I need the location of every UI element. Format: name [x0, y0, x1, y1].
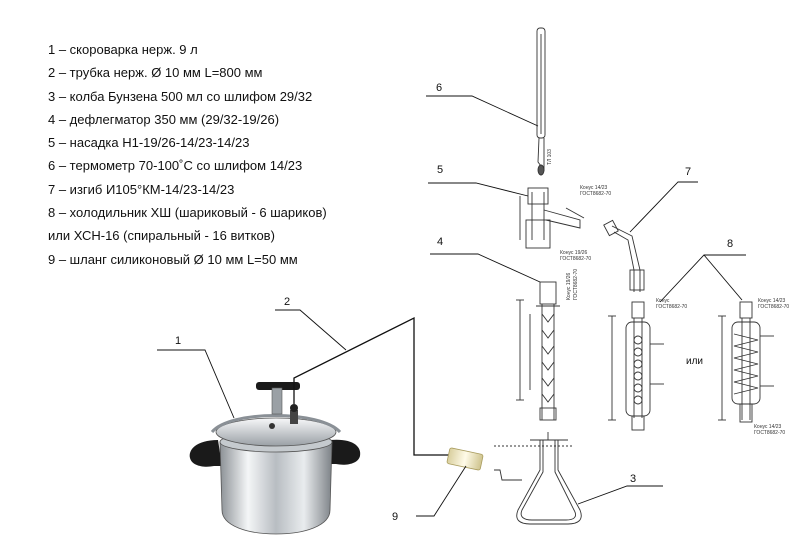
svg-text:ГОСТ8682-70: ГОСТ8682-70 [754, 430, 785, 436]
callout-5: 5 [437, 164, 443, 176]
svg-text:ГОСТ8682-70: ГОСТ8682-70 [656, 304, 687, 310]
legend-list: 1 – скороварка нерж. 9 л 2 – трубка нерж… [48, 38, 327, 271]
cooker-body [219, 441, 333, 535]
nas-cone-label: Конус 14/23 [580, 185, 608, 191]
legend-item-2: 2 – трубка нерж. Ø 10 мм L=800 мм [48, 65, 263, 81]
leader-8b [703, 254, 743, 301]
svg-text:ГОСТ8682-70: ГОСТ8682-70 [758, 304, 789, 310]
thermometer [536, 27, 546, 176]
svg-text:ГОСТ8682-70: ГОСТ8682-70 [580, 191, 611, 197]
leader-6 [426, 95, 539, 127]
thermometer-mark: ТЛ 103 [547, 149, 553, 165]
legend-item-8: 8 – холодильник ХШ (шариковый - 6 шарико… [48, 205, 327, 221]
svg-text:Конус 19/26: Конус 19/26 [560, 250, 588, 256]
leader-8a [659, 254, 746, 303]
legend-item-7: 7 – изгиб И105°КМ-14/23-14/23 [48, 181, 235, 197]
def-cone-label: Конус 19/26 [566, 272, 572, 300]
svg-text:Конус 14/23: Конус 14/23 [754, 424, 782, 430]
cooker-top-handle [256, 382, 300, 390]
or-label: или [686, 356, 703, 367]
leader-5 [428, 182, 529, 197]
legend-item-5: 5 – насадка Н1-19/26-14/23-14/23 [48, 135, 250, 151]
svg-text:ГОСТ8682-70: ГОСТ8682-70 [560, 256, 591, 262]
bunsen-flask [494, 432, 582, 525]
leader-7 [629, 181, 698, 233]
dephlegmator [516, 281, 560, 421]
callout-6: 6 [436, 82, 442, 94]
leader-2 [275, 309, 347, 351]
leader-3 [577, 485, 663, 505]
cooker-left-handle [189, 440, 222, 467]
callout-1: 1 [175, 335, 181, 347]
legend-item-3: 3 – колба Бунзена 500 мл со шлифом 29/32 [48, 88, 313, 104]
callout-7: 7 [685, 166, 691, 178]
spiral-condenser [718, 301, 774, 423]
sp-cone-label: Конус 14/23 [758, 298, 786, 304]
distillation-attachment [519, 187, 585, 249]
glass-bend [603, 219, 645, 292]
silicone-hose [446, 447, 484, 471]
cooker-right-handle [328, 439, 361, 465]
callout-8: 8 [727, 238, 733, 250]
svg-text:ГОСТ8682-70: ГОСТ8682-70 [573, 269, 579, 300]
pressure-cooker [189, 382, 361, 535]
callout-9: 9 [392, 511, 398, 523]
leader-4 [430, 253, 541, 283]
legend-item-1: 1 – скороварка нерж. 9 л [48, 42, 198, 57]
cooker-lid [215, 417, 337, 447]
leader-9 [416, 465, 467, 517]
kh-cone-label: Конус [656, 298, 670, 304]
ball-condenser [608, 301, 664, 431]
legend-item-6: 6 – термометр 70-100˚С со шлифом 14/23 [48, 158, 303, 174]
steel-tube [293, 316, 455, 456]
legend-item-8-alt: или ХСН-16 (спиральный - 16 витков) [48, 228, 275, 244]
callout-3: 3 [630, 473, 636, 485]
legend-item-4: 4 – дефлегматор 350 мм (29/32-19/26) [48, 111, 280, 127]
callout-2: 2 [284, 296, 290, 308]
callout-4: 4 [437, 236, 443, 248]
leader-lines [157, 95, 746, 517]
legend-item-9: 9 – шланг силиконовый Ø 10 мм L=50 мм [48, 251, 298, 267]
leader-1 [157, 349, 235, 419]
cooker-lid-arch [210, 414, 342, 434]
